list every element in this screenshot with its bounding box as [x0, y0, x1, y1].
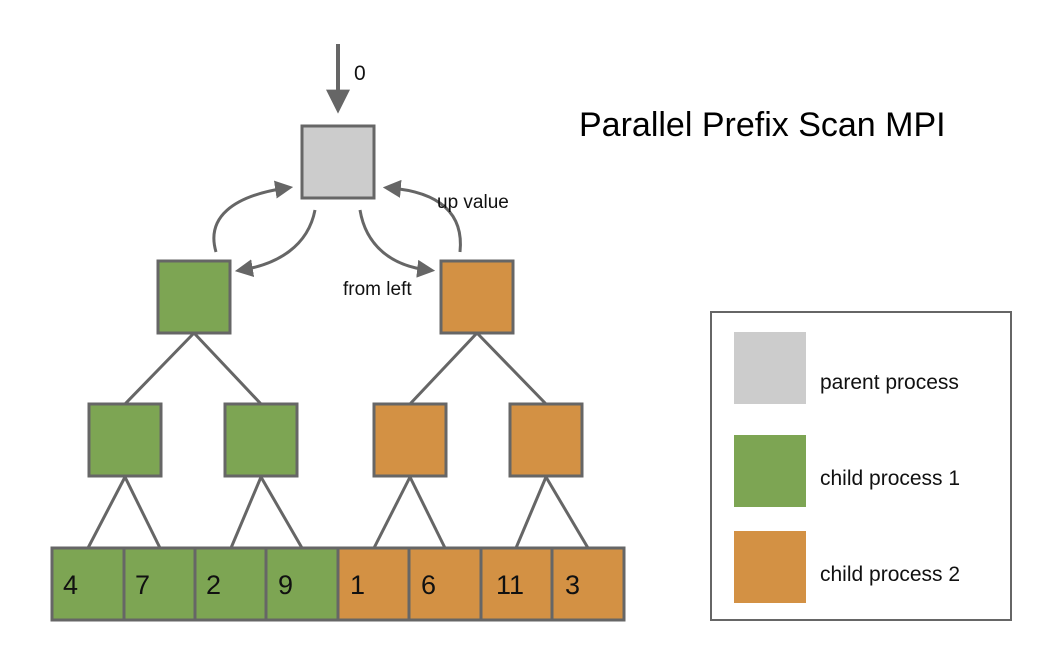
tree-edge	[259, 476, 304, 549]
leaf-cell	[550, 546, 626, 622]
leaf-value: 7	[135, 570, 151, 600]
legend-label-child2: child process 2	[820, 563, 961, 586]
tree-edge	[372, 476, 412, 549]
leaf-cell	[336, 546, 411, 622]
leaf-cell	[193, 546, 268, 622]
child1-level2-node-right	[223, 402, 299, 478]
from-left-arrow-left	[234, 209, 317, 278]
input-value-label: 0	[354, 62, 366, 85]
leaf-value: 11	[496, 570, 525, 600]
legend-swatch-child2	[734, 531, 806, 603]
legend-swatch-child1	[734, 435, 806, 507]
child2-level2-node-right	[508, 402, 584, 478]
tree-edge	[514, 476, 548, 549]
tree-edge	[408, 331, 479, 406]
leaf-cell	[122, 546, 197, 622]
tree-edge	[475, 331, 548, 406]
child2-level2-node-left	[372, 402, 448, 478]
tree-edge	[192, 331, 263, 406]
child2-level1-node	[439, 259, 515, 335]
tree-edge	[123, 331, 196, 406]
leaf-value: 9	[278, 570, 294, 600]
tree-edge	[229, 476, 263, 549]
leaf-cell	[407, 546, 483, 622]
legend-swatch-parent	[734, 332, 806, 404]
leaf-value: 2	[206, 570, 222, 600]
leaf-value: 4	[63, 570, 79, 600]
up-value-arrow-right	[382, 179, 462, 253]
diagram-title: Parallel Prefix Scan MPI	[579, 106, 946, 144]
child1-level2-node-left	[87, 402, 163, 478]
leaf-value: 6	[421, 570, 437, 600]
leaf-value: 1	[350, 570, 366, 600]
child1-level1-node	[156, 259, 232, 335]
leaf-value: 3	[565, 570, 581, 600]
up-value-arrow-left	[212, 180, 294, 253]
tree-edge	[408, 476, 447, 549]
from-left-label: from left	[343, 279, 412, 300]
tree-edge	[86, 476, 127, 549]
from-left-arrow-right	[358, 209, 436, 278]
leaf-cell	[264, 546, 340, 622]
up-value-label: up value	[437, 192, 509, 213]
tree-edge	[544, 476, 590, 549]
leaf-cell	[50, 546, 126, 622]
legend-label-parent: parent process	[820, 371, 959, 394]
legend-box: parent process child process 1 child pro…	[710, 311, 1012, 621]
root-parent-node	[300, 124, 376, 200]
legend-label-child1: child process 1	[820, 467, 961, 490]
tree-edge	[123, 476, 162, 549]
